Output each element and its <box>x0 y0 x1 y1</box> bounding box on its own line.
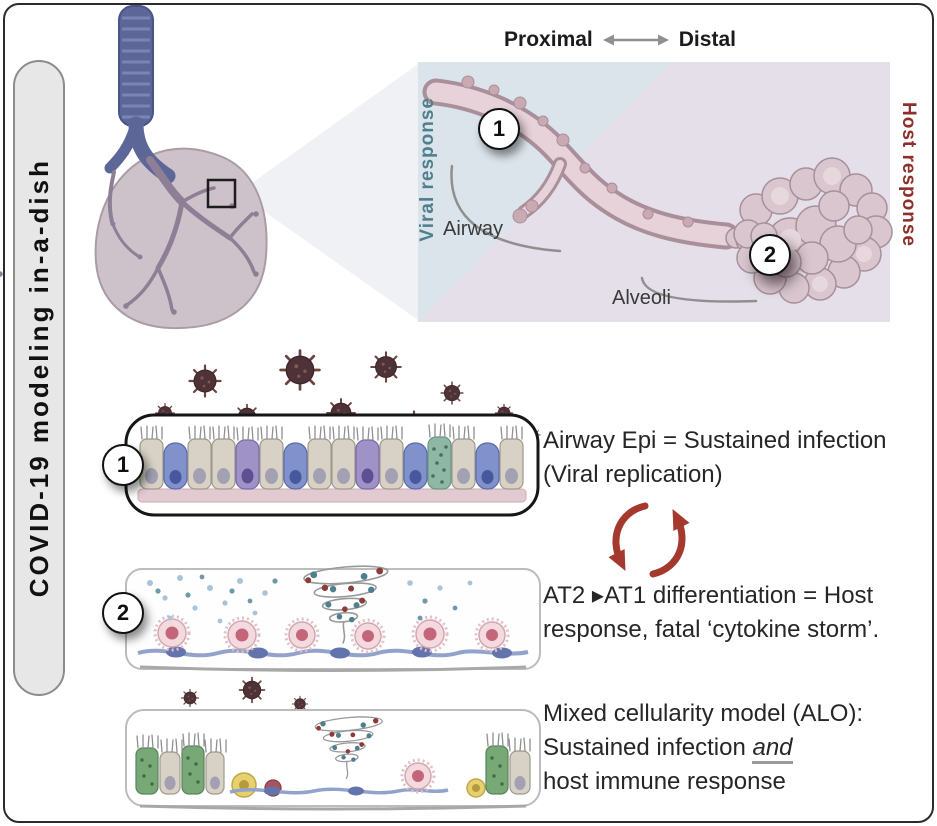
marker-panel1-badge: 1 <box>102 444 144 486</box>
alveoli-label: Alveoli <box>612 287 671 309</box>
caption-line: host immune response <box>543 768 786 795</box>
marker-airway-badge: 1 <box>478 108 520 150</box>
mixed-cells-middle <box>229 758 449 796</box>
caption-line: Sustained infection and <box>543 731 863 765</box>
virus-icon <box>238 676 266 704</box>
airway-bracket <box>450 164 562 253</box>
airway-epithelium-illustration <box>124 349 541 517</box>
lung-icon <box>0 5 268 330</box>
epithelial-cells <box>139 436 524 490</box>
cycle-arrows-icon <box>608 502 690 578</box>
cytokine-dots <box>137 574 473 624</box>
proximal-label: Proximal <box>504 28 593 51</box>
bronchial-tree <box>107 156 256 312</box>
airway-label: Airway <box>443 218 504 240</box>
alveoli-bracket <box>640 276 758 303</box>
virus-icon <box>188 364 222 398</box>
caption-line: (Viral replication) <box>543 461 723 488</box>
dish-outline <box>125 709 541 807</box>
caption-panel-2: AT2 ▸AT1 differentiation = Host response… <box>543 579 879 647</box>
caption-panel-1: Airway Epi = Sustained infection (Viral … <box>543 424 887 492</box>
virus-icon <box>370 351 402 383</box>
caption-line: response, fatal ‘cytokine storm’. <box>543 616 880 643</box>
mixed-cells-left <box>135 732 282 798</box>
marker-alveoli-badge: 2 <box>749 234 791 276</box>
figure-title-pill: COVID-19 modeling in-a-dish <box>13 60 65 696</box>
zoom-square <box>206 178 237 209</box>
zoom-cone <box>238 64 418 320</box>
caption-line: Mixed cellularity model (ALO): <box>543 700 864 727</box>
at2-cells <box>153 614 510 654</box>
viral-response-label: Viral response <box>417 97 438 242</box>
distal-label: Distal <box>678 28 736 51</box>
caption-line: AT2 ▸AT1 differentiation = Host <box>543 582 874 609</box>
double-arrow-icon <box>602 34 669 46</box>
basement-membrane <box>137 488 527 503</box>
trachea-icon <box>104 5 176 184</box>
caption-line: Airway Epi = Sustained infection <box>543 427 887 454</box>
marker-panel2-badge: 2 <box>102 592 144 634</box>
virus-icon <box>180 688 200 708</box>
at1-cell-layer <box>137 646 529 659</box>
at2-at1-illustration <box>125 562 541 672</box>
caption-panel-3: Mixed cellularity model (ALO): Sustained… <box>543 697 863 799</box>
virus-icon <box>279 349 321 391</box>
host-response-label: Host response <box>898 102 919 247</box>
virus-icon <box>440 381 464 405</box>
proximal-distal-axis: Proximal Distal <box>420 28 820 52</box>
alo-mixed-illustration <box>125 676 541 811</box>
mixed-cells-right <box>466 732 531 798</box>
emphasized-and: and <box>752 734 793 764</box>
airway-nodules <box>461 75 694 228</box>
